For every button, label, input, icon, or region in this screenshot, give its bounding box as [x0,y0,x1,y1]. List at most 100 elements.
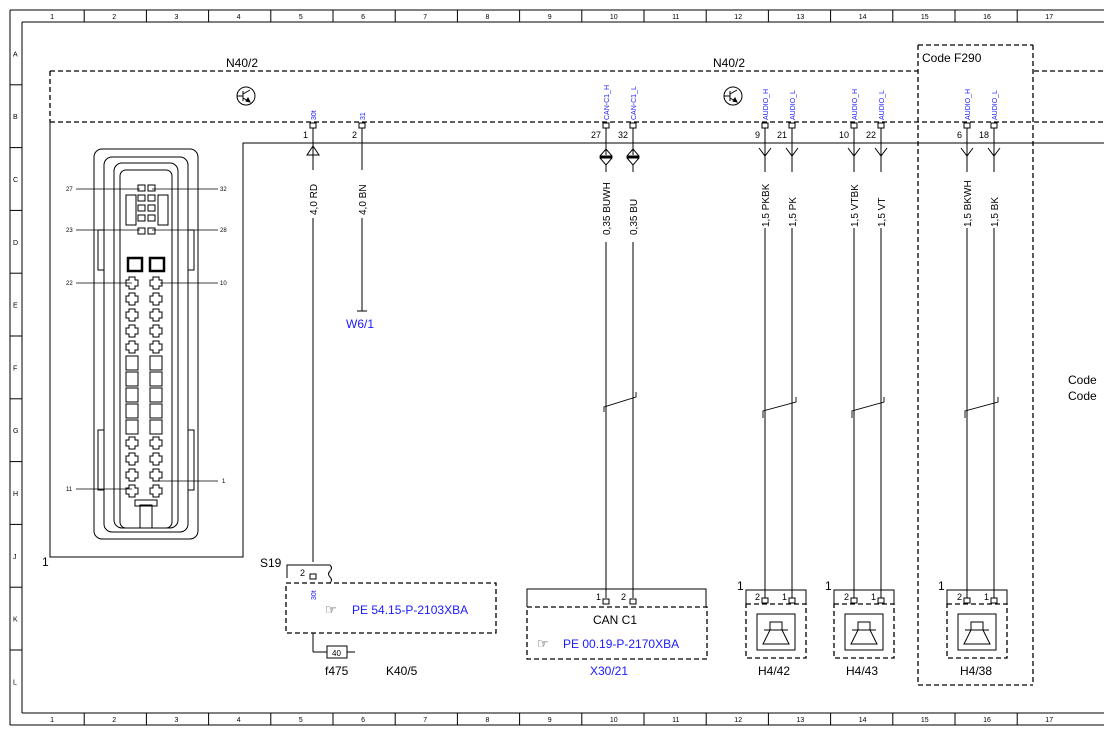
grid-col-label: 8 [486,14,490,21]
grid-row-label: K [13,617,18,624]
grid-col-label: 11 [672,14,679,21]
grid-col-label: 1 [50,717,54,724]
wire-ground [357,218,367,312]
grid-col-label: 16 [983,717,991,724]
module-boundary [49,44,1104,686]
ground-label[interactable]: W6/1 [346,317,374,331]
fuse-value: 40 [332,649,341,658]
code-side-label-2: Code [1068,389,1097,403]
speaker-box [946,603,1008,659]
speaker-box [833,603,895,659]
grid-col-label: 17 [1045,14,1053,21]
grid-col-label: 2 [112,717,116,724]
grid-lines [10,10,1018,725]
pin-signal: AUDIO_L [992,90,999,120]
pin-terminal [850,122,858,129]
speaker-icon [957,613,997,651]
connector-face [93,148,199,540]
speaker-pin: 2 [957,592,962,602]
arrow-down-icon [625,157,641,166]
s19-signal: 30t [311,590,318,600]
wire-label: 1,5 BK [990,197,1001,227]
speaker-label: H4/38 [960,664,992,678]
connector-callouts [76,188,218,490]
speaker-pin: 1 [782,592,787,602]
grid-col-label: 15 [921,717,929,724]
grid-col-label: 7 [423,717,427,724]
code-box-label: Code F290 [922,51,982,65]
pin-number: 27 [591,130,601,140]
wire-label: 1,5 VT [877,198,888,227]
pin-number: 2 [352,130,357,140]
s19-pin: 2 [300,568,305,578]
grid-row-label: L [13,679,17,686]
grid-col-label: 4 [237,14,241,21]
pin-number: 21 [777,130,787,140]
s19-block [285,564,497,659]
grid-row-label: E [13,303,18,310]
arrow-down-icon [598,157,614,166]
wires-audio [762,228,999,598]
pin-terminal [309,122,317,129]
grid-col-label: 8 [486,717,490,724]
can-name-link[interactable]: X30/21 [590,664,628,678]
grid-col-label: 12 [734,717,742,724]
pin-number: 9 [755,130,760,140]
speaker-label: H4/42 [758,664,790,678]
s19-ref-link[interactable]: PE 54.15-P-2103XBA [352,603,468,617]
grid-col-label: 5 [299,717,303,724]
pin-number: 10 [839,130,849,140]
speaker-corner-label: 1 [737,579,744,593]
can-pin-1: 1 [596,592,601,602]
pin-terminal [602,122,610,129]
arrow-up-icon [598,148,614,157]
grid-col-label: 3 [175,14,179,21]
connector-corner-label: 1 [42,555,49,569]
grid-col-label: 12 [734,14,742,21]
pin-signal: AUDIO_H [965,89,972,120]
pointer-hand-icon: ☞ [325,602,337,617]
grid-col-label: 5 [299,14,303,21]
pin-signal: 30t [311,110,318,120]
pin-signal: AUDIO_H [852,89,859,120]
grid-row-label: A [13,51,18,58]
pin-signal: AUDIO_L [790,90,797,120]
s19-label: S19 [260,556,282,570]
code-side-label-1: Code [1068,373,1097,387]
connector-pin-label: 11 [66,487,73,493]
grid-col-label: 13 [797,717,805,724]
wire-label: 4,0 BN [358,184,369,215]
wire-label: 0,35 BUWH [602,182,613,235]
pointer-hand-icon: ☞ [537,636,549,651]
pin-signal: AUDIO_H [763,89,770,120]
speaker-pin: 1 [984,592,989,602]
wire-label: 0,35 BU [629,199,640,235]
connector-pin-label: 27 [66,187,73,193]
grid-col-label: 9 [548,717,552,724]
speaker-pin: 2 [844,592,849,602]
grid-col-label: 15 [921,14,929,21]
connector-pin-label: 23 [66,228,73,234]
grid-col-label: 10 [610,717,618,724]
grid-col-label: 6 [361,717,365,724]
speaker-icon [844,613,884,651]
module-label-left: N40/2 [226,56,258,70]
connector-cavities [125,276,163,498]
wire-label: 1,5 BKWH [963,180,974,227]
grid-col-label: 2 [112,14,116,21]
speaker-box [745,603,807,659]
pin-number: 32 [618,130,628,140]
pin-signal: CAN-C1_H [604,85,611,120]
grid-labels: 1122334455667788991010111112121313141415… [13,14,1053,724]
can-title: CAN C1 [593,613,637,627]
grid-col-label: 1 [50,14,54,21]
grid-col-label: 9 [548,14,552,21]
speaker-pin: 1 [871,592,876,602]
can-ref-link[interactable]: PE 00.19-P-2170XBA [563,637,679,651]
pin-number: 1 [303,130,308,140]
grid-row-label: H [13,491,18,498]
pin-terminal [990,122,998,129]
pin-terminal [788,122,796,129]
grid-col-label: 6 [361,14,365,21]
